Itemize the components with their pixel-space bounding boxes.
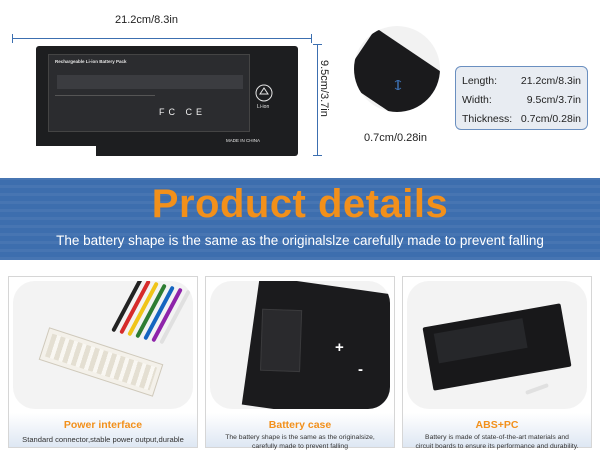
- thickness-zoom-circle: [354, 26, 440, 112]
- made-in-label: MADE IN CHINA: [226, 138, 261, 143]
- width-dimension-line: [12, 34, 312, 44]
- battery-image: Rechargeable Li-ion Battery Pack FC CE L…: [36, 46, 298, 156]
- feature-cards-section: Power interface Standard connector,stabl…: [0, 260, 600, 450]
- spec-row-thickness: Thickness: 0.7cm/0.28in: [462, 112, 581, 125]
- certification-icons: FC CE: [159, 107, 206, 117]
- card-description: Battery is made of state-of-the-art mate…: [415, 434, 579, 450]
- height-dimension-line: [313, 44, 323, 156]
- recycle-icon: Li-ion: [255, 84, 273, 110]
- thickness-marker-icon: [394, 80, 402, 90]
- height-dimension-label: 9.5cm/3.7in: [318, 60, 330, 117]
- abs-battery-body: [422, 303, 572, 391]
- banner-title: Product details: [151, 182, 449, 226]
- abs-battery-image: [407, 281, 587, 409]
- card-abs-pc: ABS+PC Battery is made of state-of-the-a…: [402, 276, 592, 450]
- card-description: The battery shape is the same as the ori…: [225, 434, 375, 450]
- width-dimension-label: 21.2cm/8.3in: [115, 14, 178, 26]
- card-description: Standard connector,stable power output,d…: [22, 435, 184, 444]
- spec-table: Length: 21.2cm/8.3in Width: 9.5cm/3.7in …: [455, 66, 588, 130]
- battery-dimensions-section: 21.2cm/8.3in 9.5cm/3.7in Rechargeable Li…: [0, 0, 600, 178]
- card-title: ABS+PC: [475, 419, 519, 431]
- battery-case-image: + -: [210, 281, 390, 409]
- spec-row-width: Width: 9.5cm/3.7in: [462, 93, 581, 106]
- battery-case-body: [241, 281, 390, 409]
- card-power-interface: Power interface Standard connector,stabl…: [8, 276, 198, 448]
- card-title: Battery case: [268, 419, 332, 431]
- battery-label-sticker: Rechargeable Li-ion Battery Pack FC CE L…: [48, 54, 273, 132]
- product-details-banner: Product details The battery shape is the…: [0, 178, 600, 260]
- minus-icon: -: [358, 361, 363, 378]
- svg-text:Li-ion: Li-ion: [257, 104, 269, 110]
- battery-case-tab: [260, 308, 303, 373]
- card-battery-case: + - Battery case The battery shape is th…: [205, 276, 395, 450]
- banner-subtitle: The battery shape is the same as the ori…: [56, 233, 544, 248]
- card-title: Power interface: [63, 419, 143, 431]
- connector-image: [13, 281, 193, 409]
- spec-row-length: Length: 21.2cm/8.3in: [462, 74, 581, 87]
- plus-icon: +: [335, 339, 344, 356]
- thickness-dimension-label: 0.7cm/0.28in: [364, 132, 427, 144]
